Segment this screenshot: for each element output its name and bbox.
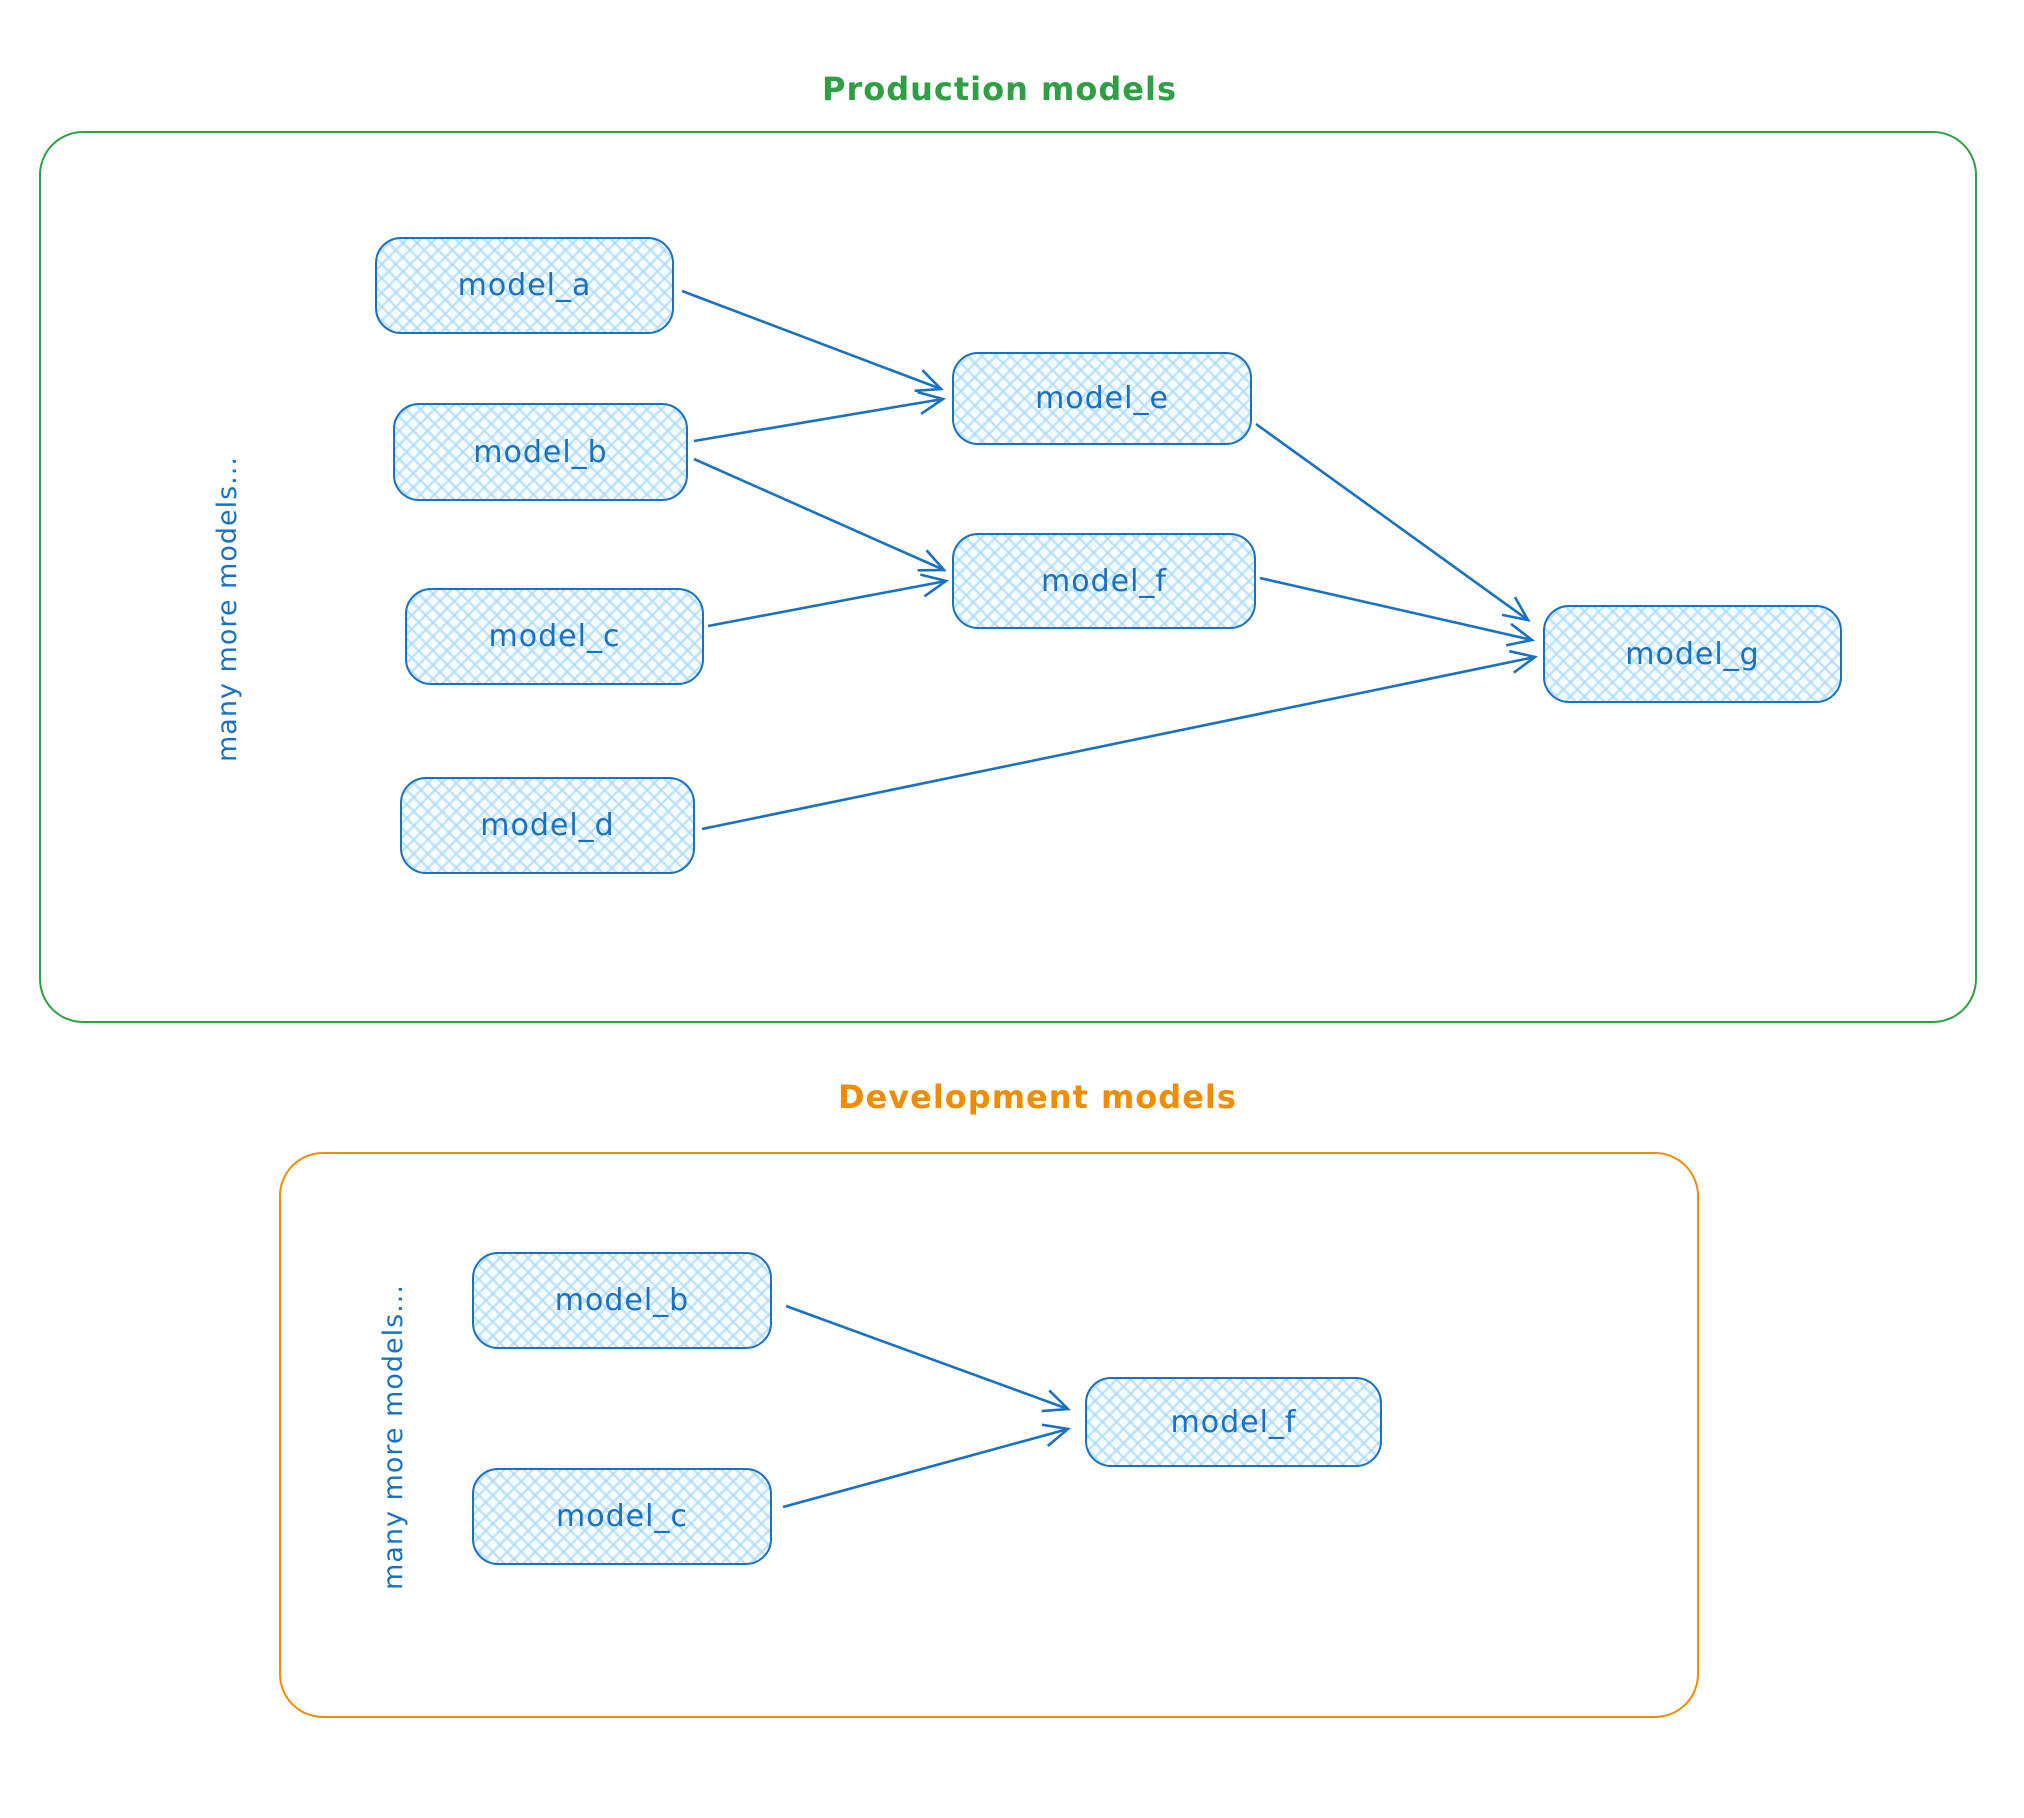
- production-section-frame: [39, 131, 1977, 1023]
- node-model-c-label: model_c: [488, 619, 621, 654]
- node-model-e-label: model_e: [1035, 381, 1169, 416]
- node-model-b[interactable]: model_b: [393, 403, 688, 501]
- dev-node-model-c-label: model_c: [556, 1499, 688, 1534]
- production-side-label: many more models...: [212, 456, 243, 762]
- node-model-c[interactable]: model_c: [405, 588, 704, 685]
- dev-node-model-c[interactable]: model_c: [472, 1468, 772, 1565]
- dev-node-model-b-label: model_b: [554, 1283, 690, 1318]
- dev-node-model-f[interactable]: model_f: [1085, 1377, 1382, 1467]
- node-model-e[interactable]: model_e: [952, 352, 1252, 445]
- node-model-b-label: model_b: [473, 434, 608, 470]
- development-section-title: Development models: [838, 1078, 1237, 1116]
- node-model-d-label: model_d: [480, 808, 615, 843]
- node-model-g-label: model_g: [1625, 636, 1760, 672]
- production-section-title: Production models: [822, 70, 1177, 108]
- node-model-d[interactable]: model_d: [400, 777, 695, 874]
- dev-node-model-f-label: model_f: [1170, 1404, 1297, 1440]
- dev-node-model-b[interactable]: model_b: [472, 1252, 772, 1349]
- node-model-a-label: model_a: [457, 268, 592, 303]
- node-model-f[interactable]: model_f: [952, 533, 1256, 629]
- node-model-f-label: model_f: [1041, 563, 1167, 599]
- development-side-label: many more models...: [378, 1284, 409, 1590]
- development-section-frame: [279, 1152, 1699, 1718]
- node-model-g[interactable]: model_g: [1543, 605, 1842, 703]
- node-model-a[interactable]: model_a: [375, 237, 674, 334]
